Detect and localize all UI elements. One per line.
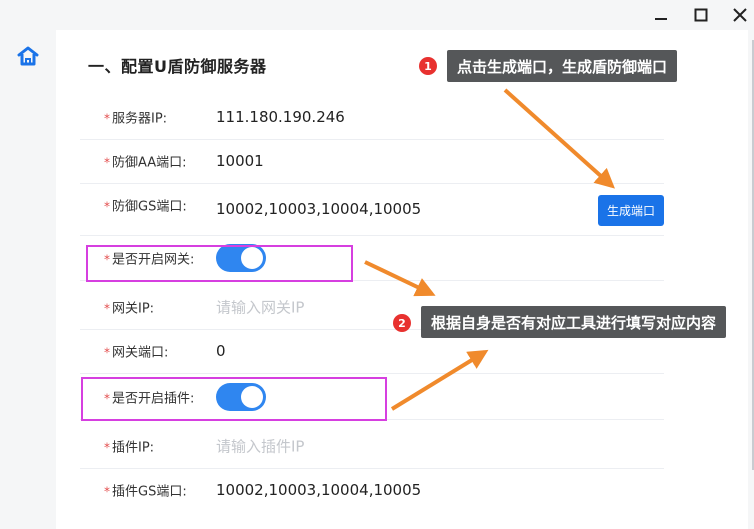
plugin-highlight-box [81,377,387,421]
aa-port-field[interactable]: 10001 [216,152,264,170]
arrow-to-gateway [364,260,436,297]
minimize-icon [655,18,667,20]
section-title: 一、配置U盾防御服务器 [88,57,267,76]
gateway-ip-label: *网关IP: [104,298,154,317]
plugin-gs-port-field[interactable]: 10002,10003,10004,10005 [216,481,422,499]
gateway-enabled-label: *是否开启网关: [104,249,194,268]
server-ip-label: *服务器IP: [104,108,167,127]
row-aa-port: *防御AA端口: 10001 [80,139,664,184]
arrow-to-plugin [390,349,489,411]
required-mark: * [104,391,110,406]
row-gateway-ip: *网关IP: 请输入网关IP [80,285,664,330]
aa-port-label: *防御AA端口: [104,152,187,171]
required-mark: * [104,199,110,214]
gs-port-label: *防御GS端口: [104,196,187,215]
toggle-knob [241,386,263,408]
row-server-ip: *服务器IP: 111.180.190.246 [80,95,664,140]
server-ip-label-text: 服务器IP: [112,111,168,127]
row-gateway-port: *网关端口: 0 [80,329,664,374]
plugin-enabled-label: *是否开启插件: [104,388,194,407]
gateway-enabled-label-text: 是否开启网关: [112,252,195,268]
required-mark: * [104,484,110,499]
plugin-gs-port-label: *插件GS端口: [104,481,187,500]
gs-port-field[interactable]: 10002,10003,10004,10005 [216,200,422,218]
gateway-port-field[interactable]: 0 [216,342,226,360]
gateway-port-label-text: 网关端口: [112,345,169,361]
plugin-ip-label-text: 插件IP: [112,440,155,456]
required-mark: * [104,301,110,316]
callout1-badge: 1 [419,57,437,75]
server-ip-field[interactable]: 111.180.190.246 [216,108,345,126]
required-mark: * [104,252,110,267]
close-button[interactable] [729,4,751,26]
callout2-badge: 2 [393,314,411,332]
gateway-ip-label-text: 网关IP: [112,301,155,317]
required-mark: * [104,440,110,455]
home-icon[interactable] [17,46,39,66]
required-mark: * [104,155,110,170]
maximize-button[interactable] [690,4,712,26]
plugin-ip-input[interactable]: 请输入插件IP [216,437,305,456]
plugin-gs-port-label-text: 插件GS端口: [112,484,187,500]
plugin-enabled-label-text: 是否开启插件: [112,391,195,407]
gateway-highlight-box [86,245,353,282]
row-plugin-ip: *插件IP: 请输入插件IP [80,424,664,469]
generate-port-button[interactable]: 生成端口 [598,195,664,226]
row-gateway-enabled: *是否开启网关: [80,236,664,281]
toggle-knob [241,247,263,269]
minimize-button[interactable] [650,4,672,26]
maximize-icon [694,8,708,22]
scrollbar[interactable] [752,40,754,470]
sidebar [0,0,56,529]
callout2-text: 根据自身是否有对应工具进行填写对应内容 [421,306,727,338]
aa-port-label-text: 防御AA端口: [112,155,187,171]
arrow-to-generate [503,88,615,189]
gateway-toggle[interactable] [216,244,266,272]
gateway-port-label: *网关端口: [104,342,168,361]
gs-port-label-text: 防御GS端口: [112,199,187,215]
callout1-text: 点击生成端口，生成盾防御端口 [447,50,678,82]
required-mark: * [104,345,110,360]
plugin-ip-label: *插件IP: [104,437,154,456]
plugin-toggle[interactable] [216,383,266,411]
row-plugin-gs-port: *插件GS端口: 10002,10003,10004,10005 [80,468,664,512]
close-icon [733,8,747,22]
row-gs-port: *防御GS端口: 10002,10003,10004,10005 [80,183,664,236]
gateway-ip-input[interactable]: 请输入网关IP [216,298,305,317]
required-mark: * [104,111,110,126]
